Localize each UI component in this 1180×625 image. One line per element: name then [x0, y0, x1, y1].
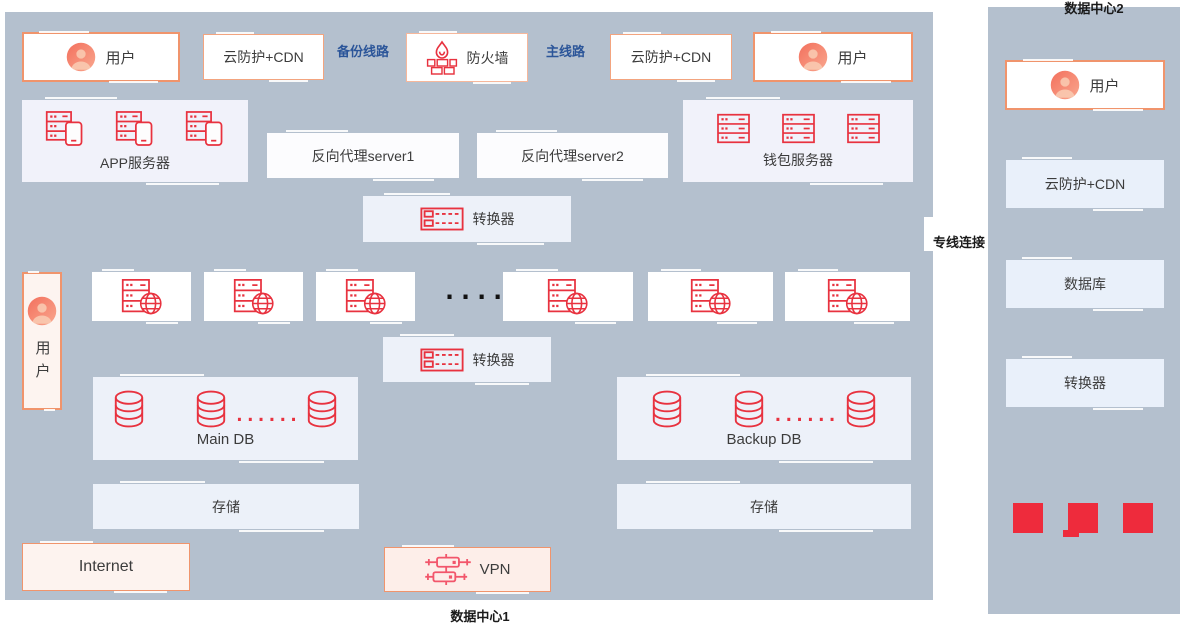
web-server-icon [233, 278, 275, 315]
wallet-servers-node[interactable]: 钱包服务器 [683, 97, 913, 185]
web-server-icon [121, 278, 163, 315]
dc2-converter-node[interactable]: 转换器 [1006, 356, 1164, 410]
node-label: 数据库 [1064, 276, 1106, 292]
node-label: 云防护+CDN [1044, 176, 1126, 192]
database-icon [112, 389, 146, 429]
node-label: 反向代理server1 [311, 147, 415, 164]
app-server-icon [185, 110, 225, 147]
wallet-server-icon [846, 113, 881, 144]
node-label: 防火墙 [466, 49, 509, 66]
user-node-left[interactable]: 用户 [22, 31, 180, 83]
storage-node-left[interactable]: 存储 [93, 481, 359, 532]
database-icon [305, 389, 339, 429]
user-node-right[interactable]: 用户 [753, 31, 913, 83]
datacenter1-label: 数据中心1 [450, 609, 510, 624]
firewall-icon [426, 40, 458, 76]
internet-node[interactable]: Internet [22, 541, 190, 593]
app-server-icons [45, 110, 225, 147]
ellipsis-db: ...... [233, 405, 300, 426]
web-server-node-6[interactable] [785, 269, 910, 324]
node-label: 用户 [105, 49, 136, 67]
database-icon [650, 389, 684, 429]
dc2-database-node[interactable]: 数据库 [1006, 257, 1164, 311]
dc2-cdn-node[interactable]: 云防护+CDN [1006, 157, 1164, 211]
node-label: VPN [479, 561, 511, 578]
user-node-side[interactable]: 用户 [22, 271, 62, 411]
app-server-icon [115, 110, 155, 147]
user-icon [798, 42, 828, 72]
web-server-node-4[interactable] [503, 269, 633, 324]
storage-node-right[interactable]: 存储 [617, 481, 911, 532]
node-label: Main DB [196, 431, 255, 448]
cdn-node-right[interactable]: 云防护+CDN [610, 32, 732, 82]
database-icon [194, 389, 228, 429]
cdn-node-left[interactable]: 云防护+CDN [203, 32, 324, 82]
user-icon [66, 42, 96, 72]
wallet-server-icons [716, 113, 881, 144]
converter2-node[interactable]: 转换器 [383, 334, 551, 385]
node-label: 用户 [1089, 77, 1120, 95]
main-db-node[interactable]: ...... Main DB [93, 374, 358, 463]
node-label: 云防护+CDN [630, 49, 712, 65]
node-label: 存储 [750, 498, 778, 515]
red-square-3[interactable] [1123, 503, 1153, 533]
datacenter2-label: 数据中心2 [1064, 1, 1124, 16]
node-label: 反向代理server2 [521, 147, 624, 164]
user-icon [27, 296, 57, 326]
vpn-node[interactable]: VPN [384, 545, 551, 594]
node-label: 用户 [837, 49, 868, 67]
user-icon [1050, 70, 1080, 100]
web-server-icon [345, 278, 387, 315]
converter1-node[interactable]: 转换器 [363, 193, 571, 245]
node-label: 云防护+CDN [223, 49, 304, 65]
web-server-node-2[interactable] [204, 269, 303, 324]
node-label: 钱包服务器 [763, 151, 833, 168]
node-label: 转换器 [472, 211, 515, 227]
main-line-label: 主线路 [546, 44, 586, 59]
node-label: 存储 [212, 498, 240, 515]
web-server-node-3[interactable] [316, 269, 415, 324]
database-icon [732, 389, 766, 429]
vpn-icon [425, 554, 471, 585]
node-label: 转换器 [472, 351, 515, 368]
backup-db-icons: ...... [650, 389, 877, 429]
red-square-1[interactable] [1013, 503, 1043, 533]
backup-db-node[interactable]: ...... Backup DB [617, 374, 911, 463]
node-label: 用户 [33, 340, 51, 386]
web-server-icon [547, 278, 589, 315]
reverse-proxy2-node[interactable]: 反向代理server2 [477, 130, 668, 181]
node-label: 转换器 [1064, 375, 1106, 391]
reverse-proxy1-node[interactable]: 反向代理server1 [267, 130, 459, 181]
web-server-icon [690, 278, 732, 315]
ellipsis-db: ...... [772, 405, 838, 426]
dc2-user-node[interactable]: 用户 [1005, 59, 1165, 111]
converter-icon [420, 348, 464, 372]
node-label: Backup DB [726, 431, 802, 448]
red-square-notch [1063, 530, 1079, 537]
main-db-icons: ...... [112, 389, 339, 429]
firewall-node[interactable]: 防火墙 [406, 31, 528, 84]
database-icon [844, 389, 878, 429]
web-server-node-1[interactable] [92, 269, 191, 324]
wallet-server-icon [781, 113, 816, 144]
wallet-server-icon [716, 113, 751, 144]
node-label: APP服务器 [99, 154, 170, 171]
app-servers-node[interactable]: APP服务器 [22, 97, 248, 185]
dedicated-line-label: 专线连接 [932, 235, 985, 250]
red-square-2[interactable] [1063, 503, 1098, 537]
backup-line-label: 备份线路 [337, 44, 390, 59]
converter-icon [420, 207, 464, 231]
link-anchor [924, 217, 957, 251]
web-server-icon [827, 278, 869, 315]
web-server-node-5[interactable] [648, 269, 773, 324]
node-label: Internet [78, 558, 134, 575]
app-server-icon [45, 110, 85, 147]
